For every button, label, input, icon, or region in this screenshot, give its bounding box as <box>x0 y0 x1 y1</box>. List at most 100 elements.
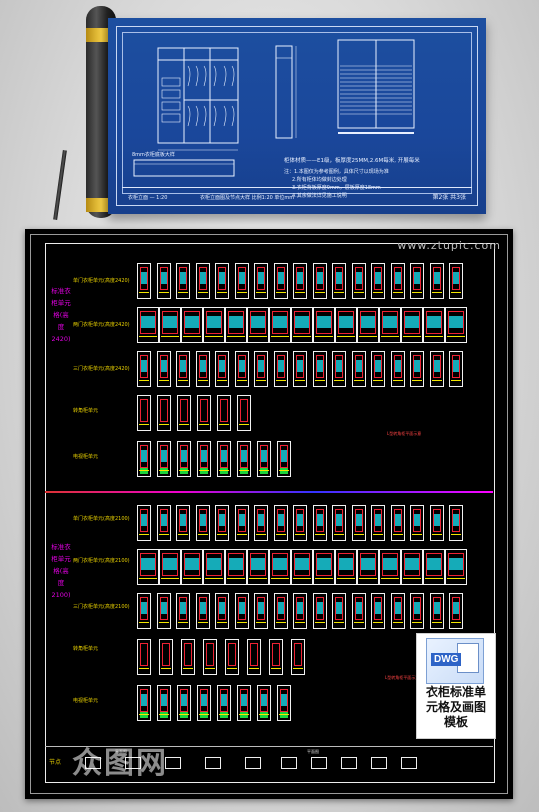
hanging-clothes-glyph <box>251 316 265 328</box>
shelf-line <box>227 578 245 579</box>
hanging-clothes-glyph <box>181 694 187 706</box>
drawer-glyph <box>240 712 248 718</box>
cabinet-unit <box>351 351 366 387</box>
hanging-clothes-glyph <box>336 602 342 614</box>
hanging-clothes-glyph <box>180 514 186 526</box>
shelf-line <box>179 714 189 715</box>
hanging-clothes-glyph <box>375 514 381 526</box>
cabinet-unit <box>156 593 171 629</box>
hanging-clothes-glyph <box>273 558 287 570</box>
cabinet-unit <box>137 593 151 629</box>
hanging-clothes-glyph <box>336 514 342 526</box>
cabinet-unit <box>137 263 151 299</box>
cabinet-unit <box>312 351 327 387</box>
cabinet-unit <box>234 263 249 299</box>
footer-node-box <box>311 757 327 769</box>
cabinet-unit <box>371 263 385 299</box>
cabinet-unit <box>332 263 346 299</box>
hanging-clothes-glyph <box>297 272 303 284</box>
shelf-line <box>373 292 383 293</box>
hanging-clothes-glyph <box>277 272 284 284</box>
cabinet-unit <box>269 639 283 675</box>
cabinet-unit <box>177 395 191 431</box>
shelf-line <box>314 622 325 623</box>
footer-left: 衣柜立面 — 1:20 <box>128 195 168 201</box>
shelf-line <box>236 534 247 535</box>
cabinet-unit <box>176 351 190 387</box>
cabinet-unit <box>293 593 307 629</box>
cabinet-unit <box>277 441 291 477</box>
cabinet-unit <box>449 263 463 299</box>
hanging-clothes-glyph <box>355 514 362 526</box>
hanging-clothes-glyph <box>141 450 147 462</box>
hanging-clothes-glyph <box>141 272 147 284</box>
hanging-clothes-glyph <box>427 316 441 328</box>
section-divider <box>45 491 493 493</box>
hanging-clothes-glyph <box>355 602 362 614</box>
hanging-clothes-glyph <box>199 272 206 284</box>
shelf-line <box>425 336 443 337</box>
hanging-clothes-glyph <box>297 360 303 372</box>
shelf-line <box>425 578 443 579</box>
cabinet-unit <box>176 505 190 541</box>
shelf-line <box>451 622 461 623</box>
hanging-clothes-glyph <box>414 602 420 614</box>
shelf-line <box>183 336 201 337</box>
shelf-line <box>239 424 249 425</box>
hanging-clothes-glyph <box>241 694 247 706</box>
hanging-clothes-glyph <box>199 360 206 372</box>
hanging-clothes-glyph <box>141 694 147 706</box>
row7-label: 两门衣柜单元(高度2100) <box>73 558 130 564</box>
footer-node-box <box>371 757 387 769</box>
cabinet-unit <box>410 593 424 629</box>
hanging-clothes-glyph <box>207 558 221 570</box>
cabinet-unit <box>293 505 307 541</box>
drawer-glyph <box>200 468 208 474</box>
shelf-line <box>451 380 461 381</box>
shelf-line <box>139 668 149 669</box>
shelf-line <box>179 470 189 471</box>
shelf-line <box>139 622 149 623</box>
cabinet-unit <box>177 685 191 721</box>
cabinet-unit <box>217 685 231 721</box>
footer-plan-label-1: 平面图 <box>115 749 127 754</box>
hanging-clothes-glyph <box>355 360 362 372</box>
shelf-line <box>412 622 422 623</box>
hanging-clothes-glyph <box>219 360 225 372</box>
hanging-clothes-glyph <box>453 360 459 372</box>
row4-label: 转角柜单元 <box>73 408 99 414</box>
cabinet-unit <box>277 685 291 721</box>
cabinet-unit <box>195 505 210 541</box>
hanging-clothes-glyph <box>201 450 207 462</box>
corner-note-1: L型转角柜平面示意 <box>387 431 422 436</box>
cabinet-unit <box>176 593 190 629</box>
hanging-clothes-glyph <box>281 450 287 462</box>
cabinet-unit <box>215 263 229 299</box>
hanging-clothes-glyph <box>433 272 440 284</box>
shelf-line <box>217 380 227 381</box>
cabinet-unit <box>157 685 171 721</box>
shelf-line <box>271 668 281 669</box>
shelf-line <box>197 292 208 293</box>
cabinet-unit <box>312 505 327 541</box>
hanging-clothes-glyph <box>295 316 309 328</box>
shelf-line <box>139 578 157 579</box>
hanging-clothes-glyph <box>361 316 375 328</box>
shelf-line <box>271 578 289 579</box>
hanging-clothes-glyph <box>180 360 186 372</box>
cabinet-unit <box>197 441 211 477</box>
cabinet-unit <box>429 351 444 387</box>
shelf-line <box>392 380 403 381</box>
hanging-clothes-glyph <box>336 360 342 372</box>
shelf-line <box>256 534 266 535</box>
hanging-clothes-glyph <box>414 272 420 284</box>
cabinet-unit <box>137 395 151 431</box>
title-block-line <box>122 187 472 188</box>
cabinet-unit <box>312 263 327 299</box>
hanging-clothes-glyph <box>316 514 323 526</box>
shelf-line <box>451 534 461 535</box>
hanging-clothes-glyph <box>141 316 155 328</box>
shelf-line <box>293 578 311 579</box>
hanging-clothes-glyph <box>433 360 440 372</box>
shelf-line <box>249 578 267 579</box>
